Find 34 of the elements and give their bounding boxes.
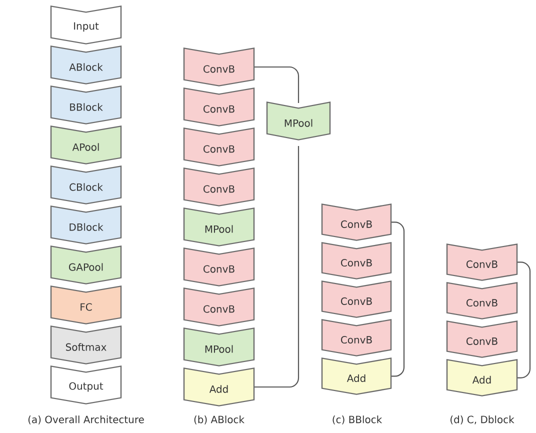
chevron-block: MPool [183, 327, 255, 366]
skip-connection [254, 66, 300, 103]
chevron-block: MPool [266, 101, 331, 140]
chevron-block: GAPool [50, 245, 122, 284]
caption: (a) Overall Architecture [28, 416, 144, 424]
skip-connection [517, 262, 531, 378]
chevron-block: ConvB [446, 320, 518, 358]
chevron-block: ConvB [183, 167, 255, 206]
chevron-block: Input [50, 5, 122, 44]
chevron-block: CBlock [50, 165, 122, 204]
chevron-block: Softmax [50, 325, 122, 364]
chevron-block: ConvB [321, 280, 392, 318]
chevron-block: Add [446, 358, 518, 396]
chevron-block: BBlock [50, 85, 122, 124]
chevron-block: ConvB [183, 247, 255, 286]
chevron-block: ConvB [183, 87, 255, 126]
chevron-block: Add [321, 357, 392, 395]
chevron-block: ABlock [50, 45, 122, 84]
chevron-block: MPool [183, 207, 255, 246]
chevron-block: DBlock [50, 205, 122, 244]
chevron-block: ConvB [183, 47, 255, 86]
chevron-block: ConvB [321, 203, 392, 241]
chevron-block: ConvB [446, 243, 518, 281]
chevron-block: ConvB [183, 287, 255, 326]
chevron-block: Add [183, 367, 255, 406]
skip-connection [254, 146, 300, 388]
chevron-block: Output [50, 365, 122, 404]
chevron-block: ConvB [446, 282, 518, 320]
chevron-block: APool [50, 125, 122, 164]
skip-connection [391, 222, 405, 377]
chevron-block: ConvB [321, 318, 392, 356]
chevron-block: ConvB [183, 127, 255, 166]
chevron-block: FC [50, 285, 122, 324]
chevron-block: ConvB [321, 242, 392, 280]
